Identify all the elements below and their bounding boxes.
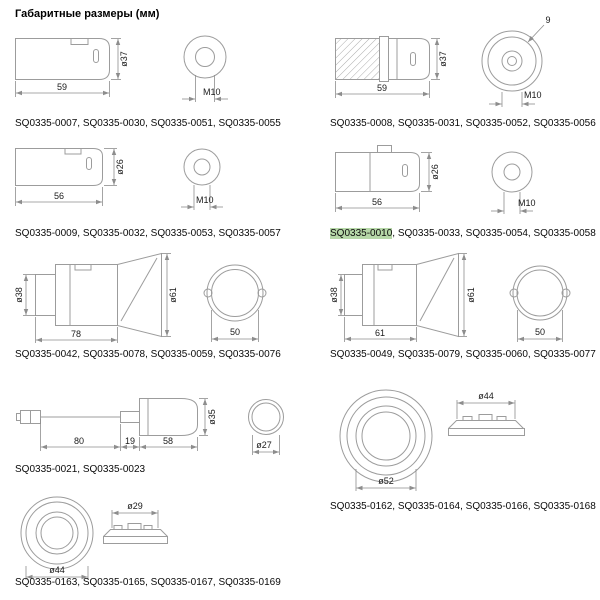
dim-thread-label: M10 [196,195,214,205]
dim-cord-label: 80 [74,436,84,446]
dim-diameter-label: ø35 [207,409,217,425]
caption-group-i: SQ0335-0163, SQ0335-0165, SQ0335-0167, S… [15,577,281,588]
side-view-drawing: 80 19 58 ø35 [16,398,217,451]
technical-drawing-0009: ø26 56 M10 [15,148,223,210]
front-view-drawing: 9 M10 [481,15,551,107]
dim-diameter-label: ø37 [438,51,448,67]
caption-group-e: SQ0335-0042, SQ0335-0078, SQ0335-0059, S… [15,349,281,360]
technical-drawing-0008: ø37 59 9 M10 [335,15,551,107]
side-profile-drawing: ø29 [103,501,168,544]
caption-group-b: SQ0335-0008, SQ0335-0031, SQ0335-0052, S… [330,118,596,129]
drawing-group-0162: ø52 ø44 [330,376,595,498]
drawing-group-0010: ø26 56 M10 [330,140,595,228]
drawing-group-0009: ø26 56 M10 [15,140,230,228]
caption-rest: , SQ0335-0033, SQ0335-0054, SQ0335-0058 [392,228,596,239]
front-view-drawing: ø27 [248,399,284,455]
dim-length-label: 59 [57,82,67,92]
dim-neck-label: ø38 [14,287,24,303]
dim-bush-label: 19 [125,436,135,446]
dim-front-label: ø52 [378,476,394,486]
front-view-drawing: M10 [491,151,536,214]
side-view-drawing: ø26 56 [15,148,125,206]
side-view-drawing: ø38 61 ø61 [329,252,476,342]
technical-drawing-0021: 80 19 58 ø35 ø27 [16,398,284,455]
dim-skirt-label: 9 [545,15,550,25]
dim-length-label: 59 [377,83,387,93]
technical-drawing-0162: ø52 ø44 [339,389,525,491]
dim-length-label: 56 [54,191,64,201]
dim-thread-label: M10 [524,90,542,100]
dim-length-label: 78 [71,329,81,339]
caption-group-c: SQ0335-0009, SQ0335-0032, SQ0335-0053, S… [15,228,281,239]
caption-group-h: SQ0335-0162, SQ0335-0164, SQ0335-0166, S… [330,501,596,512]
side-view-drawing: ø38 78 ø61 [14,252,178,343]
front-view-drawing: ø44 [20,496,94,580]
dim-front-label: 50 [535,327,545,337]
drawing-group-0163: ø44 ø29 [15,490,255,582]
dim-neck-label: ø38 [329,287,339,303]
front-view-drawing: ø52 [339,389,433,491]
technical-drawing-0007: ø37 59 M10 [15,35,228,102]
dim-thread-label: M10 [518,198,536,208]
dim-length-label: 61 [375,328,385,338]
technical-drawing-0163: ø44 ø29 [20,496,168,580]
dim-front-label: ø27 [256,440,272,450]
side-profile-drawing: ø44 [448,391,525,436]
dim-skirt-label: ø61 [466,287,476,303]
dim-length-label: 56 [372,197,382,207]
dim-diameter-label: ø37 [119,51,129,67]
drawing-group-0007: ø37 59 M10 [15,28,230,120]
drawing-group-0042: ø38 78 ø61 50 [14,250,305,350]
technical-drawing-0010: ø26 56 M10 [335,145,536,214]
drawing-group-0049: ø38 61 ø61 50 [329,250,595,350]
dim-side-label: ø29 [127,501,143,511]
dim-front-label: 50 [230,327,240,337]
technical-drawing-0049: ø38 61 ø61 50 [329,252,571,342]
drawing-group-0008: ø37 59 9 M10 [330,14,595,120]
dim-side-label: ø44 [478,391,494,401]
caption-group-g: SQ0335-0021, SQ0335-0023 [15,464,146,475]
drawing-group-0021: 80 19 58 ø35 ø27 [15,385,315,463]
caption-group-d: SQ0335-0010, SQ0335-0033, SQ0335-0054, S… [330,228,596,239]
front-view-drawing: 50 [509,265,571,342]
side-view-drawing: ø26 56 [335,145,440,212]
front-view-drawing: 50 [203,264,267,342]
dim-front-label: ø44 [49,565,65,575]
side-view-drawing: ø37 59 [15,38,129,97]
dim-diameter-label: ø26 [430,164,440,180]
caption-group-a: SQ0335-0007, SQ0335-0030, SQ0335-0051, S… [15,118,281,129]
side-view-drawing: ø37 59 [335,36,448,98]
page-title: Габаритные размеры (мм) [15,8,160,20]
dim-diameter-label: ø26 [115,159,125,175]
front-view-drawing: M10 [181,148,223,210]
front-view-drawing: M10 [182,35,228,102]
dim-skirt-label: ø61 [168,287,178,303]
part-number-highlighted: SQ0335-0010 [330,228,393,239]
dim-thread-label: M10 [203,87,221,97]
caption-group-f: SQ0335-0049, SQ0335-0079, SQ0335-0060, S… [330,349,596,360]
technical-drawing-0042: ø38 78 ø61 50 [14,252,267,343]
dim-body-label: 58 [163,436,173,446]
